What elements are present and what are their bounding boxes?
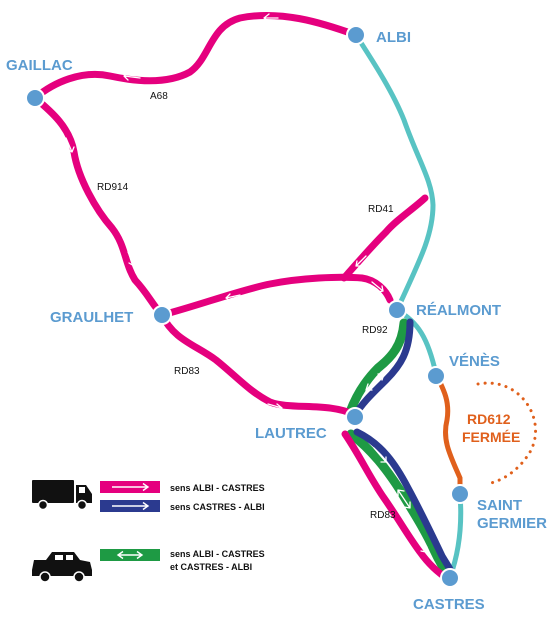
city-dot-gaillac[interactable] [25, 88, 45, 108]
route-trucks-albi-castres [31, 12, 452, 583]
city-dots [25, 25, 470, 588]
city-label-gaillac: GAILLAC [6, 57, 73, 74]
city-label-saint: SAINT [477, 497, 522, 514]
road-label-rd92: RD92 [362, 325, 388, 336]
road-label-a68: A68 [150, 91, 168, 102]
road-label-rd914: RD914 [97, 182, 129, 193]
city-label-lautrec: LAUTREC [255, 425, 327, 442]
closure-label-status: FERMÉE [462, 429, 520, 445]
arrow-icon [373, 447, 387, 463]
city-label-graulhet: GRAULHET [50, 309, 133, 326]
city-dot-albi[interactable] [346, 25, 366, 45]
city-label-realmont: RÉALMONT [416, 302, 501, 319]
road-saint-germier-castres [447, 491, 464, 580]
arrow-icon [267, 403, 283, 412]
road-graulhet-lautrec [158, 311, 359, 419]
road-label-rd83-south: RD83 [370, 510, 396, 521]
legend-swatch-albi-castres [100, 481, 160, 493]
road-albi-gaillac [31, 12, 360, 102]
legend-label-trucks-castres-albi: sens CASTRES - ALBI [170, 502, 265, 512]
arrow-icon [365, 373, 385, 391]
road-albi-realmont [353, 32, 436, 313]
city-label-albi: ALBI [376, 29, 411, 46]
legend-label-cars-line1: sens ALBI - CASTRES [170, 549, 265, 559]
closure-label-road: RD612 [467, 411, 511, 427]
truck-icon [32, 480, 92, 511]
city-dot-saint-germier[interactable] [450, 484, 470, 504]
city-dot-castres[interactable] [440, 568, 460, 588]
legend-label-cars-line2: et CASTRES - ALBI [170, 562, 252, 572]
road-lautrec-castres [341, 430, 452, 583]
arrow-icon [225, 293, 241, 302]
arrow-icon [371, 281, 384, 293]
route-trucks-castres-albi [352, 318, 458, 581]
legend-label-trucks-albi-castres: sens ALBI - CASTRES [170, 483, 265, 493]
road-closed-rd612 [433, 371, 463, 497]
road-gaillac-graulhet [31, 94, 166, 319]
road-label-rd41: RD41 [368, 204, 394, 215]
city-label-castres: CASTRES [413, 596, 485, 613]
legend-swatch-both-ways [100, 549, 160, 561]
city-dot-realmont[interactable] [387, 300, 407, 320]
closure-dotted-arc [476, 381, 537, 486]
legend: sens ALBI - CASTRES sens CASTRES - ALBI … [32, 480, 265, 583]
road-label-rd83-west: RD83 [174, 366, 200, 377]
arrow-icon [355, 255, 367, 267]
car-icon [32, 552, 92, 583]
arrow-icon [127, 251, 137, 267]
legend-swatch-castres-albi [100, 500, 160, 512]
city-dot-venes[interactable] [426, 366, 446, 386]
city-label-germier: GERMIER [477, 515, 547, 532]
road-graulhet-realmont [158, 273, 394, 319]
arrow-icon [65, 137, 75, 153]
city-dot-graulhet[interactable] [152, 305, 172, 325]
route-cars-both-ways [345, 318, 455, 582]
city-dot-lautrec[interactable] [345, 407, 365, 427]
arrow-icon [123, 71, 141, 81]
arrow-icon [263, 13, 279, 23]
city-label-venes: VÉNÈS [449, 353, 500, 370]
direction-arrows [65, 13, 428, 553]
arrow-icon [397, 489, 411, 509]
arrow-icon [417, 537, 428, 553]
